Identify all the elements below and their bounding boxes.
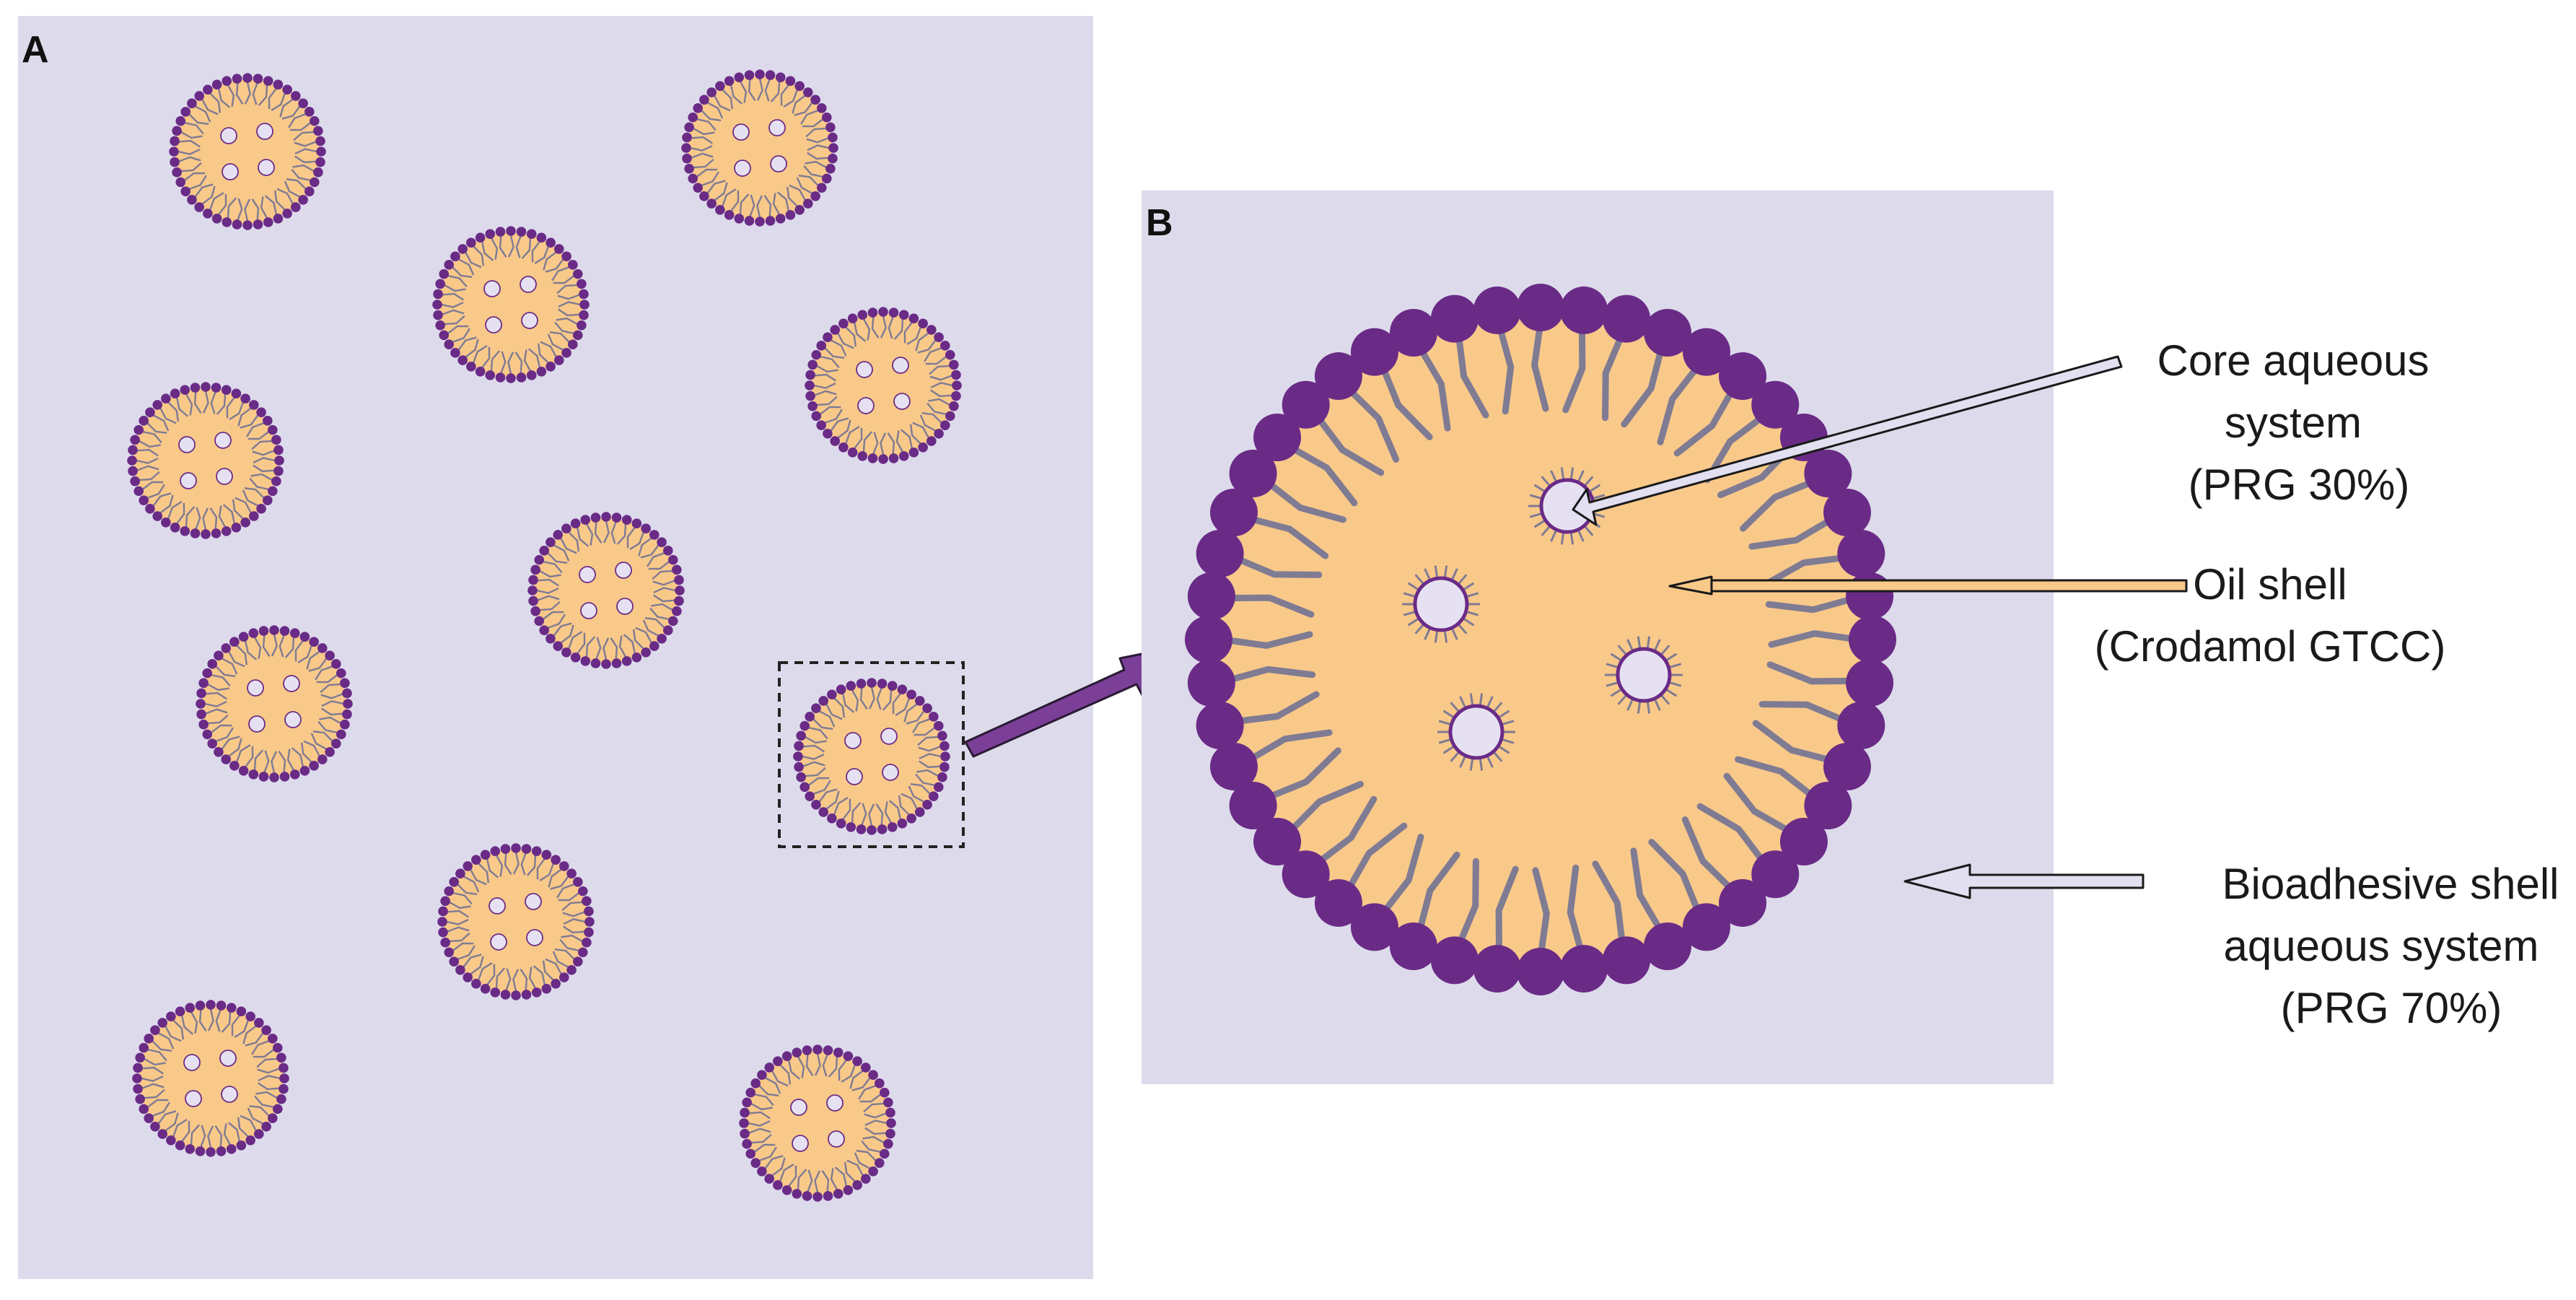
selection-box xyxy=(778,661,965,848)
emulsion-droplet-icon xyxy=(805,307,962,464)
inner-aqueous-droplet-icon xyxy=(1437,693,1515,771)
emulsion-droplet-icon xyxy=(169,73,326,230)
panel-b-letter: B xyxy=(1146,202,1173,244)
emulsion-droplet-icon xyxy=(739,1044,896,1202)
core-label-line-3: (PRG 30%) xyxy=(2189,461,2410,509)
emulsion-droplet-icon xyxy=(432,226,590,383)
bioadhesive-label-line-1: Bioadhesive shell xyxy=(2222,860,2559,908)
bioadhesive-label-line-2: aqueous system xyxy=(2224,922,2539,970)
oil-pointer-arrow-icon xyxy=(1668,575,2188,596)
emulsion-droplet-icon xyxy=(127,382,284,539)
oil-label-line-2: (Crodamol GTCC) xyxy=(2095,622,2446,671)
bioadhesive-label-line-3: (PRG 70%) xyxy=(2281,984,2502,1032)
core-aqueous-label: Core aqueous system (PRG 30%) xyxy=(2157,336,2430,509)
emulsion-droplet-icon xyxy=(196,625,353,782)
emulsion-droplet-icon xyxy=(132,1000,289,1157)
inner-aqueous-droplet-icon xyxy=(1605,636,1683,714)
emulsion-droplet-icon xyxy=(437,843,595,1000)
bioadhesive-label: Bioadhesive shell aqueous system (PRG 70… xyxy=(2222,860,2559,1032)
panel-a: A xyxy=(18,16,1093,1279)
emulsion-droplet-icon xyxy=(793,678,950,835)
emulsion-droplet-group xyxy=(127,69,962,1202)
inner-aqueous-droplet-icon xyxy=(1402,565,1480,643)
panel-b: B xyxy=(1142,191,2054,1084)
oil-label-line-1: Oil shell xyxy=(2193,560,2347,608)
emulsion-droplet-icon xyxy=(681,69,838,227)
bioadhesive-pointer-arrow-icon xyxy=(1903,863,2145,899)
oil-shell-label: Oil shell (Crodamol GTCC) xyxy=(2095,560,2446,671)
emulsion-droplet-icon xyxy=(527,512,685,669)
core-label-line-2: system xyxy=(2225,398,2362,447)
core-label-line-1: Core aqueous xyxy=(2157,336,2430,385)
core-pointer-arrow-icon xyxy=(1572,355,2123,526)
enlarged-emulsion-droplet xyxy=(1185,284,1896,995)
panel-a-letter: A xyxy=(22,29,49,71)
